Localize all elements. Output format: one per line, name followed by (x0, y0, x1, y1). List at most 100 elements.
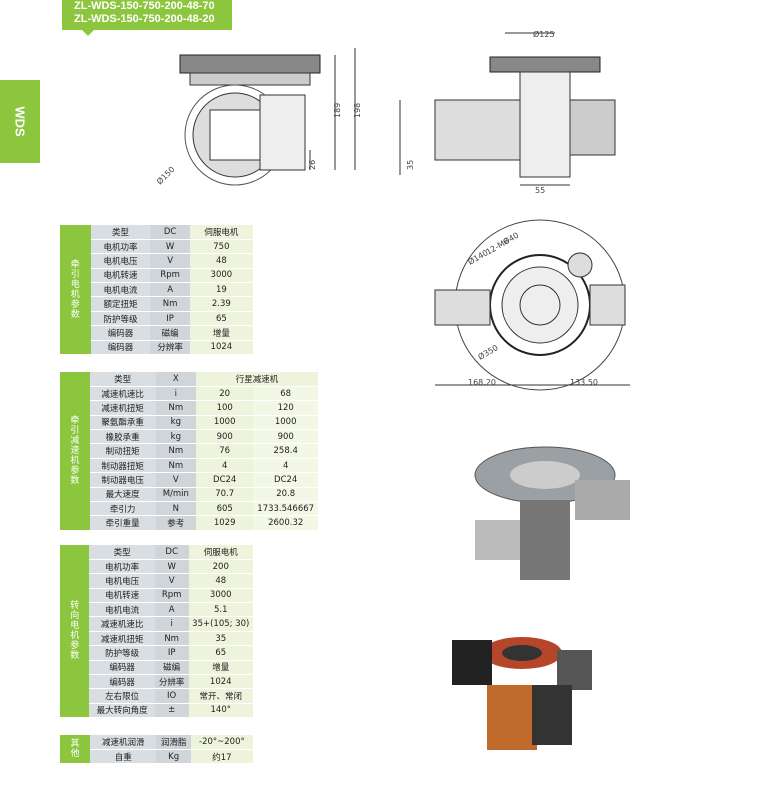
spec-cell: Nm (150, 296, 190, 312)
spec-cell: 磁编 (154, 660, 189, 676)
spec-cell: 19 (189, 282, 253, 298)
spec-cell: 900 (253, 429, 318, 445)
spec-cell: A (150, 282, 190, 298)
spec-cell: 140° (188, 703, 253, 719)
spec-cell: 牵引力 (89, 501, 156, 517)
spec-cell: 制动扭矩 (89, 443, 156, 459)
spec-cell: 橡胶承重 (89, 429, 156, 445)
dim-189: 189 (333, 103, 342, 118)
spec-cell: 常开、常闭 (188, 688, 253, 704)
spec-cell: 电机转速 (89, 588, 155, 604)
side-tab-label: WDS (12, 106, 28, 137)
spec-cell: 防护等级 (90, 311, 151, 327)
spec-cell: 牵引减速机参数 (70, 415, 80, 486)
spec-cell: 制动器扭矩 (89, 458, 156, 474)
spec-cell: 900 (196, 429, 254, 445)
spec-cell: 减速机速比 (89, 386, 156, 402)
spec-cell: 最大转向角度 (89, 703, 155, 719)
spec-cell: 电机转速 (90, 268, 151, 284)
spec-cell: 1024 (188, 674, 253, 690)
spec-cell: 防护等级 (89, 645, 155, 661)
spec-cell: Nm (155, 443, 196, 459)
spec-cell: Kg (156, 749, 191, 765)
spec-cell: W (154, 559, 189, 575)
dim-80: 80 (395, 125, 397, 135)
spec-cell: 70.7 (196, 487, 254, 503)
spec-cell: 电机功率 (89, 559, 155, 575)
spec-cell: 伺服电机 (189, 225, 253, 240)
dim-133: 133.50 (570, 378, 598, 387)
spec-cell: 35 (188, 631, 253, 647)
spec-cell: 编码器 (90, 325, 151, 341)
spec-cell: 编码器 (89, 660, 155, 676)
spec-cell: Rpm (150, 268, 190, 284)
spec-cell: 编码器 (89, 674, 155, 690)
spec-cell: V (150, 253, 190, 269)
spec-cell: 减速机速比 (89, 616, 155, 632)
spec-cell: 1000 (196, 415, 254, 431)
spec-cell: 48 (188, 573, 253, 589)
spec-cell: 伺服电机 (188, 545, 253, 560)
front-view-drawing: Ø125 80 35 55 (395, 29, 616, 195)
spec-cell: IP (154, 645, 189, 661)
spec-cell: DC (150, 225, 190, 240)
model-name-2: ZL-WDS-150-750-200-48-20 (74, 13, 215, 25)
spec-cell: 电机电流 (89, 602, 155, 618)
spec-cell: i (154, 616, 189, 632)
spec-cell: 65 (189, 311, 253, 327)
dim-35: 35 (406, 160, 415, 170)
spec-cell: 3000 (188, 588, 253, 604)
side-tab: WDS (0, 80, 40, 163)
spec-cell: X (155, 372, 196, 387)
spec-cell: 约17 (190, 749, 253, 765)
other-group: 其他 (60, 735, 91, 765)
spec-cell: 牵引电机参数 (70, 259, 80, 320)
spec-cell: 605 (196, 501, 254, 517)
spec-cell: 2600.32 (253, 515, 318, 531)
spec-cell: 分辨率 (150, 340, 190, 356)
spec-cell: 电机电压 (89, 573, 155, 589)
spec-cell: 电机电流 (90, 282, 151, 298)
spec-cell: 分辨率 (154, 674, 189, 690)
spec-cell: DC24 (196, 472, 254, 488)
spec-cell: 最大速度 (89, 487, 156, 503)
spec-cell: 76 (196, 443, 254, 459)
spec-cell: 减速机扭矩 (89, 631, 155, 647)
spec-cell: 增量 (189, 325, 253, 341)
dim-198: 198 (353, 103, 362, 118)
spec-cell: 35+(105; 30) (188, 616, 253, 632)
spec-cell: Rpm (154, 588, 189, 604)
spec-cell: 类型 (89, 545, 155, 560)
dim-55: 55 (535, 186, 545, 195)
spec-cell: 类型 (90, 225, 151, 240)
spec-cell: V (155, 472, 196, 488)
spec-cell: 转向电机参数 (70, 601, 80, 662)
spec-cell: kg (155, 415, 196, 431)
spec-cell: 4 (196, 458, 254, 474)
spec-cell: kg (155, 429, 196, 445)
spec-cell: 聚氨酯承重 (89, 415, 156, 431)
model-name-1: ZL-WDS-150-750-200-48-70 (74, 0, 215, 12)
spec-cell: 减速机润滑 (90, 735, 157, 750)
spec-cell: 5.1 (188, 602, 253, 618)
spec-cell: IP (150, 311, 190, 327)
spec-cell: 其他 (70, 739, 80, 760)
spec-cell: 行星减速机 (196, 372, 318, 387)
spec-cell: 4 (253, 458, 318, 474)
spec-cell: 牵引重量 (89, 515, 156, 531)
spec-cell: 参考 (155, 515, 196, 531)
dim-d350: Ø350 (476, 342, 500, 361)
spec-cell: -20°~200° (190, 735, 253, 750)
spec-cell: 20.8 (253, 487, 318, 503)
spec-cell: Nm (155, 458, 196, 474)
spec-cell: 电机电压 (90, 253, 151, 269)
banner-notch (82, 30, 94, 36)
spec-cell: 额定扭矩 (90, 296, 151, 312)
spec-cell: 1733.546667 (253, 501, 318, 517)
reducer-group: 牵引减速机参数 (60, 372, 90, 531)
top-view-drawing: 168.20 133.50 Ø140 Ø350 12-M6 Ø40 (434, 219, 630, 391)
